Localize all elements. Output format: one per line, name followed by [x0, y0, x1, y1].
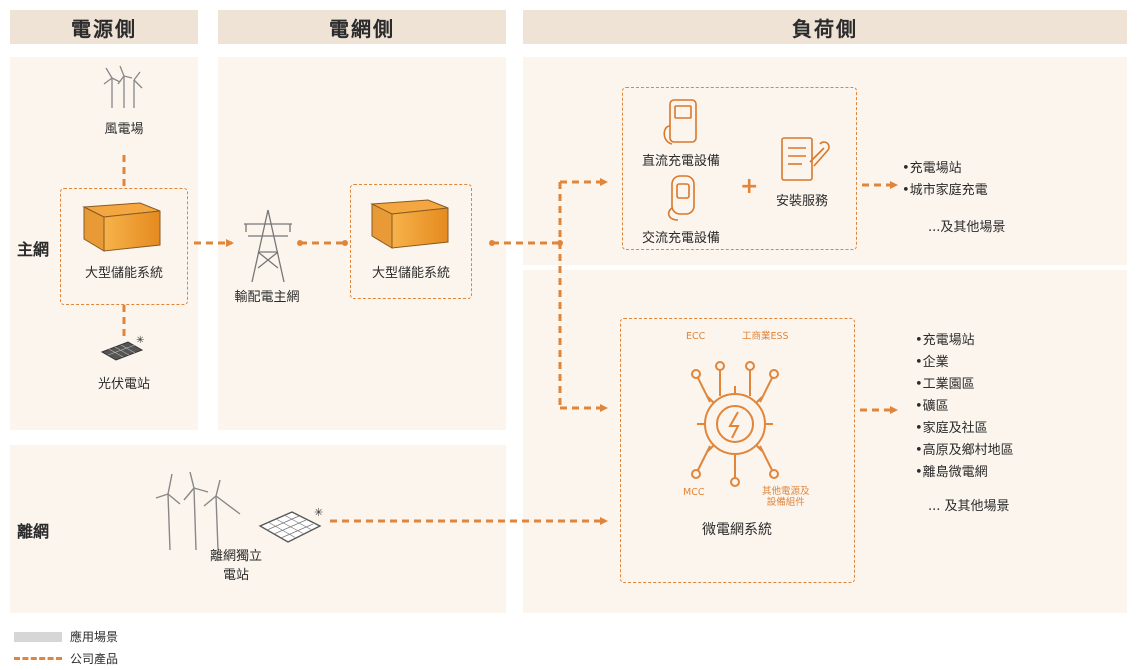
legend-products-label: 公司產品 [70, 652, 119, 666]
panel-offgrid [10, 445, 506, 613]
wind-turbine-icon [155, 471, 241, 551]
wind-turbine-icon [103, 65, 143, 108]
product-box-grid-storage [350, 184, 472, 299]
list-item: •工業園區 [915, 377, 975, 392]
ac-equipment-label: 交流充電設備 [641, 231, 720, 246]
legend-swatch-gray [14, 631, 62, 642]
legend-application-label: 應用場景 [70, 630, 119, 644]
ac-charger-icon [667, 175, 695, 221]
legend-application: 應用場景 [14, 628, 118, 645]
ecc-label: ECC [686, 331, 706, 342]
solar-panel-icon: ✳ [258, 506, 323, 543]
list-item: •離島微電網 [915, 465, 988, 480]
ci-ess-label: 工商業ESS [742, 331, 789, 342]
svg-text:✳: ✳ [136, 335, 144, 346]
list-item: •企業 [915, 355, 949, 370]
solar-panel-icon: ✳ [100, 335, 144, 361]
product-box-microgrid [620, 318, 855, 583]
microgrid-system-label: 微電網系統 [702, 522, 772, 538]
header-load-side: 負荷側 [523, 10, 1127, 44]
legend-products: 公司產品 [14, 650, 118, 667]
installation-service-icon [781, 137, 830, 181]
mcc-label: MCC [683, 487, 705, 498]
microgrid-scenarios-list: •充電場站 •企業 •工業園區 •礦區 •家庭及社區 •高原及鄉村地區 •離島微… [915, 330, 1014, 484]
list-item: •礦區 [915, 399, 949, 414]
storage-container-icon [370, 199, 449, 249]
row-label-off-grid: 離網 [17, 522, 50, 541]
wind-farm-label: 風電場 [104, 122, 144, 137]
panel-grid-main [218, 57, 506, 430]
product-box-power-storage [60, 188, 188, 305]
list-item: •城市家庭充電 [902, 183, 988, 198]
storage-container-icon [82, 202, 161, 252]
transmission-tower-icon [244, 209, 292, 283]
microgrid-more-label: ... 及其他場景 [928, 499, 1010, 514]
grid-storage-label: 大型儲能系統 [371, 266, 450, 281]
plus-sign: + [740, 174, 759, 199]
dc-charger-icon [663, 99, 697, 145]
svg-text:✳: ✳ [314, 506, 323, 519]
list-item: •充電場站 [915, 333, 975, 348]
charging-scenarios-list: •充電場站 •城市家庭充電 [902, 158, 988, 202]
product-box-charging [622, 87, 857, 250]
install-service-label: 安裝服務 [775, 194, 828, 209]
header-grid-side: 電網側 [218, 10, 506, 44]
other-components-label: 其他電源及 設備組件 [762, 486, 810, 508]
list-item: •家庭及社區 [915, 421, 988, 436]
header-power-side: 電源側 [10, 10, 198, 44]
list-item: •高原及鄉村地區 [915, 443, 1014, 458]
row-label-main-grid: 主網 [17, 240, 50, 259]
panel-load-charging [523, 57, 1127, 265]
list-item: •充電場站 [902, 161, 962, 176]
dc-equipment-label: 直流充電設備 [641, 154, 720, 169]
microgrid-gear-icon [691, 361, 779, 487]
offgrid-station-label: 離網獨立 電站 [209, 549, 262, 583]
legend-swatch-dashed [14, 657, 62, 660]
power-storage-label: 大型儲能系統 [84, 266, 163, 281]
charging-more-label: ...及其他場景 [928, 220, 1006, 235]
panel-load-microgrid [523, 270, 1127, 613]
pv-station-label: 光伏電站 [97, 377, 150, 392]
transmission-label: 輸配電主網 [234, 290, 300, 305]
